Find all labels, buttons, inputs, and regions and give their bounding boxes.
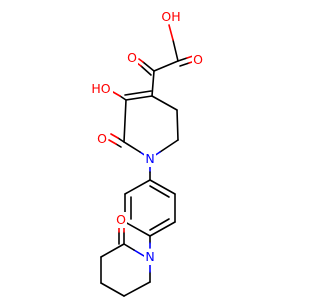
- bond-keto-c-o: [138, 58, 144, 63]
- atom-n-ring: N: [144, 151, 156, 167]
- atom-oh-top: OH: [160, 8, 182, 24]
- atom-labels: OH O O HO O N N O: [89, 8, 204, 265]
- bond-pip-n: [133, 249, 145, 257]
- bond-acid-c-o-double: [179, 62, 190, 67]
- bond-ring: [125, 95, 153, 101]
- bond-phenyl: [124, 179, 151, 195]
- bond-acid-c-o: [168, 24, 174, 41]
- nitrogen-label: N: [145, 249, 154, 264]
- bond-lactam-c-o: [117, 137, 125, 143]
- atom-o-lactam: O: [96, 131, 108, 147]
- bond-pip: [100, 282, 125, 297]
- bond-acid-c-o-double: [177, 57, 188, 62]
- bond-pip: [100, 243, 125, 258]
- bond-phenyl-inner: [149, 218, 170, 231]
- oxygen-label: O: [116, 212, 126, 227]
- hydroxyl-label: HO: [91, 81, 110, 96]
- bond-phenyl-inner: [149, 185, 170, 198]
- bond-phenyl: [149, 179, 176, 195]
- bond-keto-c-o: [140, 65, 152, 76]
- bond-pip: [123, 243, 135, 251]
- bond-ring: [159, 139, 179, 153]
- hydroxyl-label: OH: [161, 9, 180, 24]
- molecule-structure: OH O O HO O N N O: [89, 8, 204, 297]
- bond-phenyl: [149, 221, 176, 237]
- atom-ho-ring: HO: [89, 80, 113, 96]
- bond-lactam-c-o: [108, 139, 117, 145]
- bond-acid-keto-c: [153, 60, 179, 72]
- bond-ring: [176, 109, 179, 141]
- bond-ring-oh: [112, 91, 121, 97]
- bond-keto-c-o: [142, 61, 155, 72]
- atom-o-pip: O: [115, 212, 127, 228]
- oxygen-label: O: [193, 52, 203, 67]
- bond-keto-ring: [151, 70, 155, 97]
- bond-acid-c-o: [172, 39, 179, 62]
- oxygen-label: O: [97, 131, 107, 146]
- bond-ring: [151, 95, 178, 111]
- atom-o-keto: O: [126, 50, 138, 66]
- bond-lactam-c-o: [110, 133, 119, 139]
- bond-lines: [100, 24, 196, 297]
- oxygen-label: O: [127, 50, 137, 65]
- atom-n-pip: N: [144, 249, 156, 265]
- bond-ring: [123, 141, 141, 153]
- atom-o-acid: O: [192, 52, 204, 68]
- bond-ring: [123, 99, 127, 143]
- bond-lactam-c-o: [115, 143, 122, 148]
- nitrogen-label: N: [145, 151, 154, 166]
- bond-pip: [123, 281, 151, 297]
- bond-ring-oh: [119, 95, 127, 101]
- bond-phenyl: [124, 221, 151, 237]
- bond-ring-double: [124, 90, 152, 96]
